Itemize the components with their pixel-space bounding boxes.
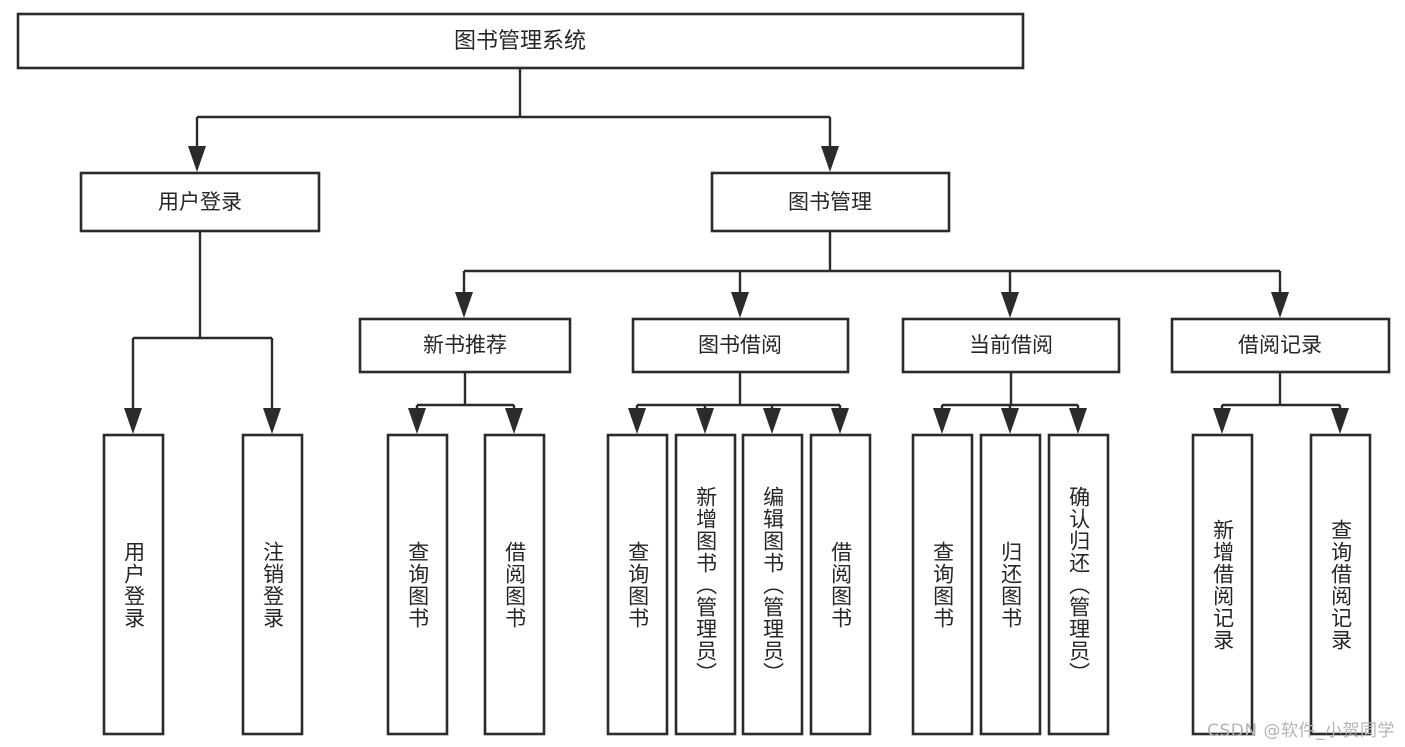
arrow-to-leaf-13 (1331, 408, 1349, 434)
connector-current-to-leaves (933, 372, 1087, 434)
connector-bookmgmt-to-level3 (455, 231, 1289, 318)
node-login-label: 用户登录 (158, 190, 242, 214)
node-current-label: 当前借阅 (969, 333, 1053, 357)
arrow-to-leaf-7 (763, 408, 781, 434)
arrow-to-leaf-4 (505, 408, 523, 434)
node-current[interactable]: 当前借阅 (901, 317, 1121, 374)
node-leaf-4-box[interactable] (483, 433, 546, 736)
node-records-label: 借阅记录 (1238, 333, 1322, 357)
node-bookmgmt[interactable]: 图书管理 (710, 171, 951, 233)
arrow-to-borrow (731, 292, 749, 318)
arrow-to-leaf-8 (831, 408, 849, 434)
node-leaf-3-box[interactable] (386, 433, 449, 736)
arrow-to-leaf-3 (408, 408, 426, 434)
connector-borrow-to-leaves (628, 372, 849, 434)
connector-root-to-level2 (188, 68, 839, 172)
arrow-to-leaf-11 (1069, 408, 1087, 434)
node-root-box[interactable] (16, 12, 1025, 70)
node-records[interactable]: 借阅记录 (1170, 317, 1391, 374)
arrow-to-leaf-10 (1001, 408, 1019, 434)
node-current-box[interactable] (901, 317, 1121, 374)
node-leaf-7-box[interactable] (741, 433, 804, 736)
node-leaf-9-box[interactable] (911, 433, 974, 736)
node-borrow-label: 图书借阅 (698, 333, 782, 357)
connector-login-to-leaves (124, 231, 281, 434)
arrow-to-current (1001, 292, 1019, 318)
node-newbook-box[interactable] (358, 317, 572, 374)
node-root-label: 图书管理系统 (454, 29, 586, 54)
node-login-box[interactable] (79, 171, 321, 233)
node-login[interactable]: 用户登录 (79, 171, 321, 233)
node-leaf-1-box[interactable] (102, 433, 165, 736)
node-leaf-8-box[interactable] (809, 433, 872, 736)
arrow-to-login (188, 146, 206, 172)
node-leaf-2-box[interactable] (241, 433, 304, 736)
node-leaf-12-box[interactable] (1191, 433, 1254, 736)
node-newbook[interactable]: 新书推荐 (358, 317, 572, 374)
node-leaf-13-box[interactable] (1309, 433, 1372, 736)
node-borrow[interactable]: 图书借阅 (631, 317, 850, 374)
node-root[interactable]: 图书管理系统 (16, 12, 1025, 70)
arrow-to-leaf-2 (263, 408, 281, 434)
node-leaf-10-box[interactable] (979, 433, 1042, 736)
arrow-to-leaf-1 (124, 408, 142, 434)
connector-records-to-leaves (1213, 372, 1349, 434)
arrow-to-records (1271, 292, 1289, 318)
arrow-to-newbook (455, 292, 473, 318)
arrow-to-leaf-5 (628, 408, 646, 434)
arrow-to-bookmgmt (821, 146, 839, 172)
node-leaf-5-box[interactable] (606, 433, 669, 736)
arrow-to-leaf-6 (696, 408, 714, 434)
watermark-text: CSDN @软件_小贺同学 (1207, 721, 1395, 741)
node-leaf-6-box[interactable] (674, 433, 737, 736)
node-leaf-11-box[interactable] (1047, 433, 1110, 736)
arrow-to-leaf-9 (933, 408, 951, 434)
arrow-to-leaf-12 (1213, 408, 1231, 434)
connector-newbook-to-leaves (408, 372, 523, 434)
node-bookmgmt-label: 图书管理 (788, 190, 872, 214)
node-newbook-label: 新书推荐 (423, 333, 507, 357)
